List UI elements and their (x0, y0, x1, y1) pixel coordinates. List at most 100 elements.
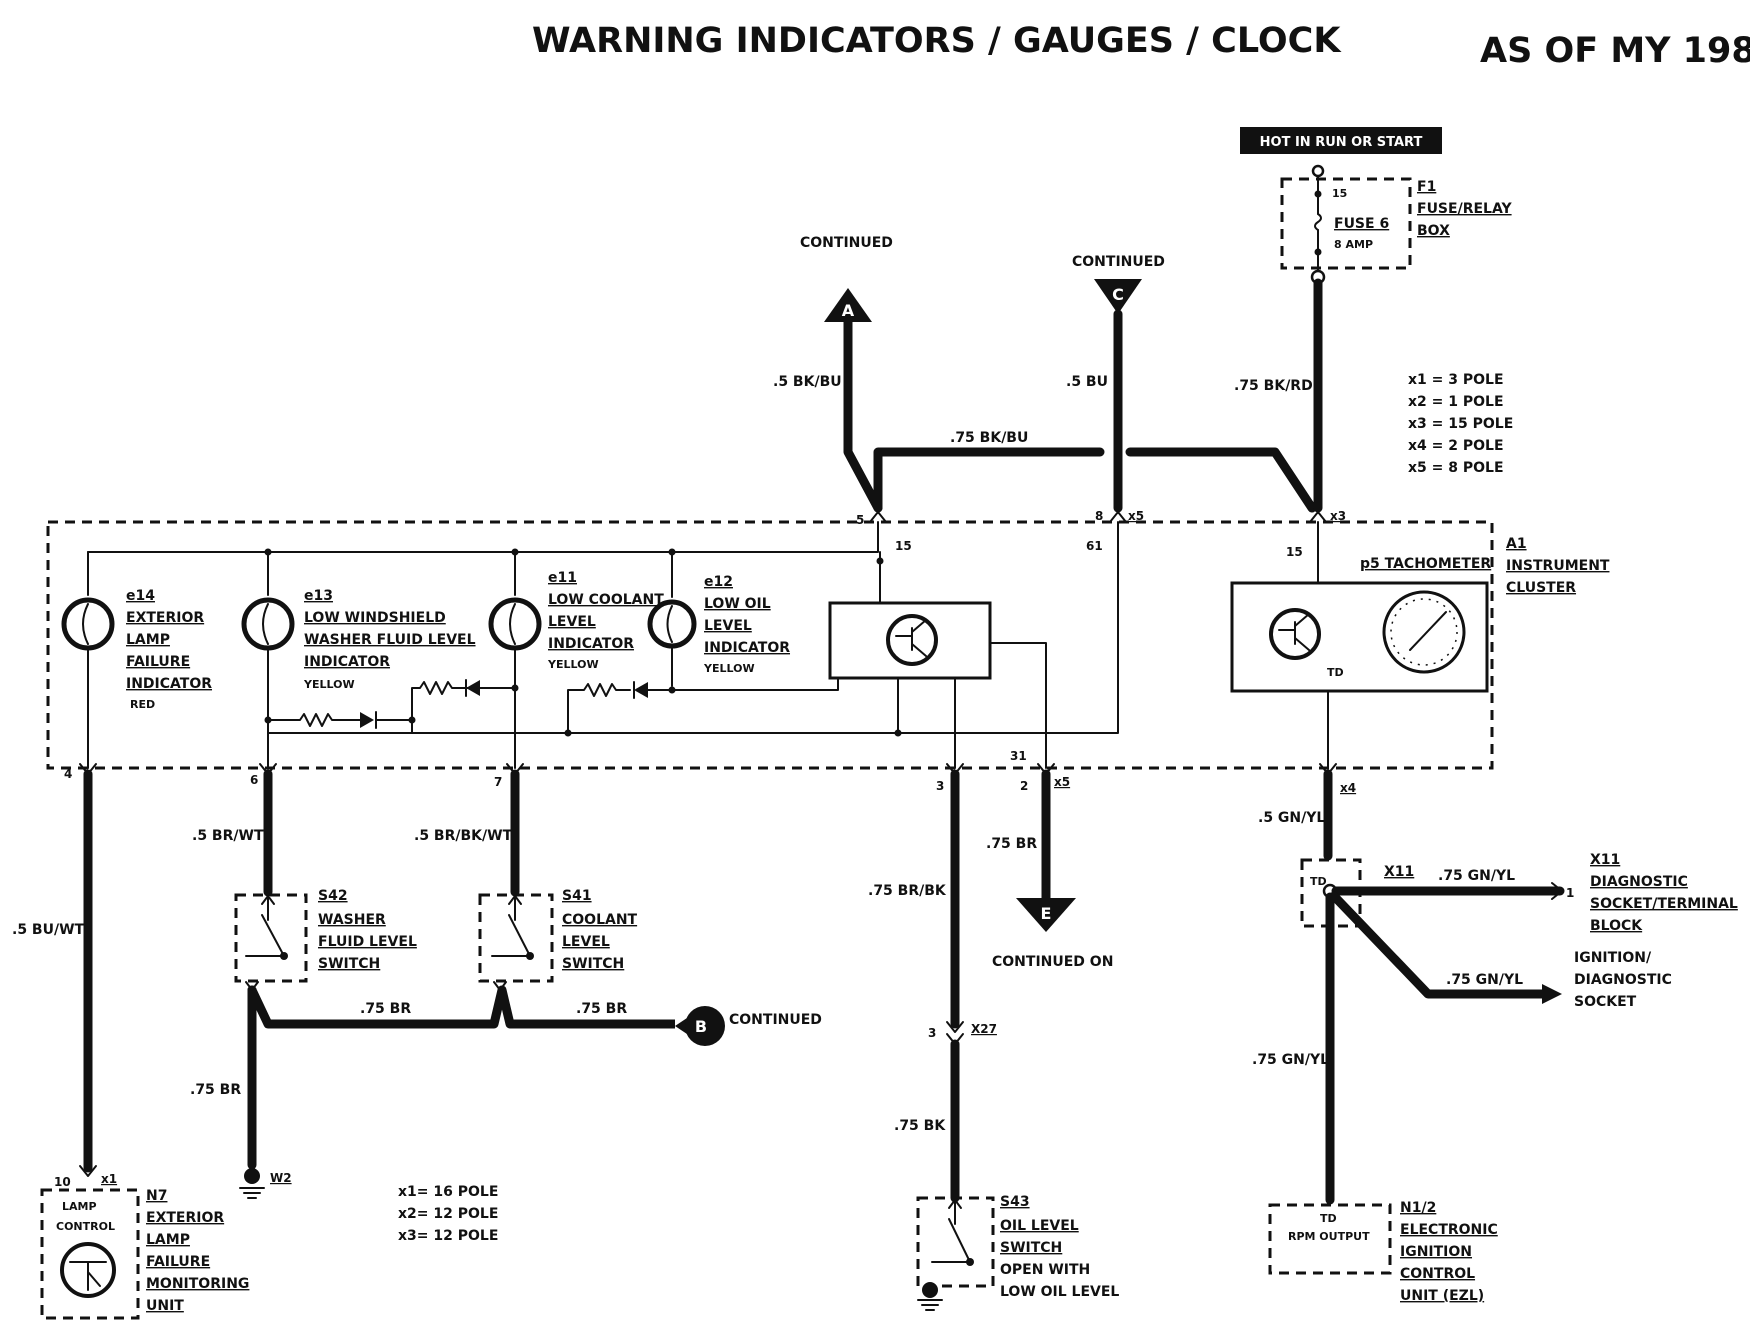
model-year: AS OF MY 1986 (1480, 31, 1750, 71)
s43-line-3: OPEN WITH (1000, 1262, 1090, 1278)
hot-in-run-label: HOT IN RUN OR START (1260, 135, 1423, 150)
e13-line-2: WASHER FLUID LEVEL (304, 632, 476, 648)
s43-ground-icon (922, 1282, 938, 1298)
pin-5: 5 (856, 513, 864, 527)
pin-15-a: 15 (895, 539, 912, 553)
resistor-3 (567, 683, 631, 734)
e11-id: e11 (548, 570, 577, 586)
terminal-c-shape (1094, 279, 1142, 314)
terminal-a-shape (824, 288, 872, 322)
wire-ground-w2-label: .75 BR (190, 1082, 241, 1098)
n7-id: N7 (146, 1188, 167, 1204)
s41-line-3: SWITCH (562, 956, 624, 972)
e14-line-3: FAILURE (126, 654, 190, 670)
instrument-cluster-boundary (46, 520, 1494, 770)
diode-3 (634, 682, 648, 698)
tachometer-gauge-icon (1382, 590, 1466, 674)
n7-line-4: MONITORING (146, 1276, 249, 1292)
e14-line-1: EXTERIOR (126, 610, 204, 626)
ignition-socket-line-1: IGNITION/ (1574, 950, 1652, 966)
pin-61: 61 (1086, 539, 1103, 553)
cluster-id: A1 (1506, 536, 1527, 552)
terminal-c-letter: C (1112, 285, 1124, 304)
hot-in-run-badge (1240, 127, 1442, 154)
wire-ground-b (247, 985, 680, 1029)
terminal-b-continued: CONTINUED (729, 1012, 822, 1028)
wire-ignition (1329, 891, 1550, 999)
diagram-title: WARNING INDICATORS / GAUGES / CLOCK (532, 21, 1342, 61)
s42-contact (280, 952, 288, 960)
bus-61-line (267, 521, 1119, 734)
terminal-b-cap (685, 1006, 725, 1046)
legend-top-3: x3 = 15 POLE (1408, 416, 1513, 432)
node-e13-top (264, 548, 272, 556)
ground-w2-symbol (239, 1187, 265, 1199)
wire-pin3-label: .75 BR/BK (868, 883, 947, 899)
transistor-symbol (895, 619, 927, 657)
e14-line-2: LAMP (126, 632, 170, 648)
bulb-e11-icon (488, 597, 542, 651)
s43-switch-icon (931, 1199, 971, 1263)
n12-td-label: TD (1320, 1212, 1337, 1225)
fuse-box-name-1: FUSE/RELAY (1417, 201, 1512, 217)
e14-line-4: INDICATOR (126, 676, 212, 692)
w2-label: W2 (270, 1171, 292, 1185)
wire-to-n12-label: .75 GN/YL (1252, 1052, 1329, 1068)
wire-cross-left (873, 447, 1105, 513)
s43-ground-symbol (917, 1299, 943, 1311)
pin-3: 3 (936, 779, 944, 793)
e12-line-2: LEVEL (704, 618, 752, 634)
n12-line-3: CONTROL (1400, 1266, 1475, 1282)
fuse-box-id: F1 (1417, 179, 1436, 195)
terminal-b-letter: B (695, 1017, 707, 1036)
legend-bottom-2: x2= 12 POLE (398, 1206, 498, 1222)
td-splice-label: TD (1310, 875, 1327, 888)
bulb-e13-filament (262, 603, 269, 645)
bulb-e13 (241, 551, 295, 769)
n7-line-1: EXTERIOR (146, 1210, 224, 1226)
wire-ground-mid-label: .75 BR (576, 1001, 627, 1017)
wire-a-feed (843, 317, 883, 513)
n7-box (40, 1188, 140, 1320)
s41-line-1: COOLANT (562, 912, 638, 928)
node-r1 (264, 716, 272, 724)
pin-31: 31 (1010, 749, 1027, 763)
x11-block-line-2: SOCKET/TERMINAL (1590, 896, 1738, 912)
fuse-element (1314, 213, 1322, 231)
indicator-e11-labels: e11 LOW COOLANT LEVEL INDICATOR YELLOW (547, 570, 664, 671)
bulb-e12 (647, 551, 697, 687)
switch-bottom-chevrons (245, 981, 507, 991)
e11-line-3: INDICATOR (548, 636, 634, 652)
resistor-2 (411, 681, 471, 734)
n7-inner-2: CONTROL (56, 1220, 115, 1233)
wire-pin4-label: .5 BU/WT (12, 922, 85, 938)
bulb-e13-icon (241, 597, 295, 651)
x11-chevron (1551, 882, 1563, 900)
fuse-node-top (1314, 190, 1322, 198)
wire-pin7-label: .5 BR/BK/WT (414, 828, 513, 844)
ignition-socket-line-3: SOCKET (1574, 994, 1637, 1010)
tach-transistor-symbol (1278, 613, 1310, 651)
node-module-down (894, 729, 902, 737)
n7-transistor-symbol (69, 1261, 107, 1291)
e12-line-1: LOW OIL (704, 596, 771, 612)
x11-block-line-1: DIAGNOSTIC (1590, 874, 1688, 890)
fuse-node-bottom (1314, 248, 1322, 256)
resistor-diode-network (264, 677, 839, 737)
wire-module-to-31 (989, 642, 1047, 769)
indicator-e14-labels: e14 EXTERIOR LAMP FAILURE INDICATOR RED (126, 588, 212, 711)
node-d2 (511, 684, 519, 692)
s43-line-1: OIL LEVEL (1000, 1218, 1079, 1234)
s41-box (478, 893, 554, 983)
s43-box (916, 1196, 995, 1288)
resistor-1 (267, 713, 361, 727)
fuse-box (1280, 177, 1412, 270)
n7-line-3: FAILURE (146, 1254, 210, 1270)
terminal-e-letter: E (1041, 904, 1052, 923)
ignition-arrow (1542, 984, 1562, 1004)
bulb-e14-filament (82, 603, 89, 645)
wire-a-label: .5 BK/BU (773, 374, 842, 390)
diode-1 (360, 712, 374, 728)
wire-to-transistor-base (671, 677, 839, 691)
pin-x4: x4 (1340, 781, 1356, 795)
